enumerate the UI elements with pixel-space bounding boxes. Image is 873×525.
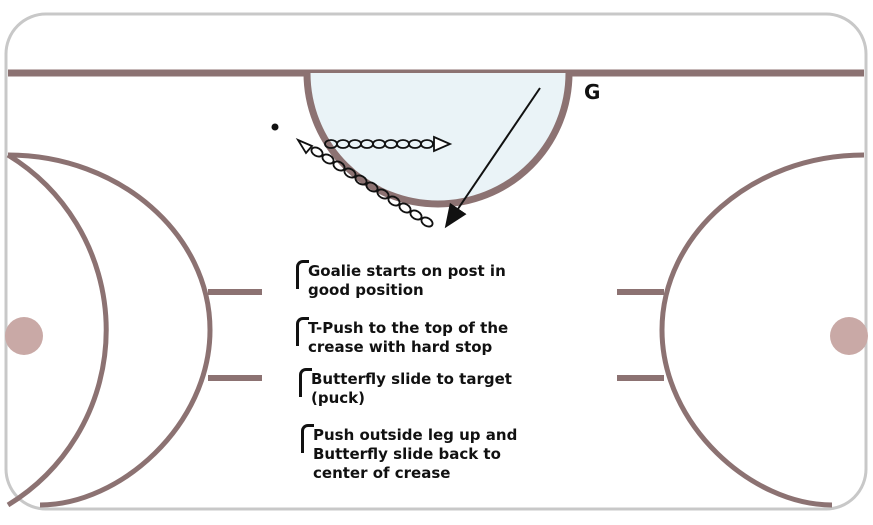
goalie-label: G — [584, 80, 601, 104]
left-faceoff-dot — [5, 317, 43, 355]
step-bracket-icon — [296, 260, 309, 289]
step-bracket-icon — [299, 368, 312, 397]
step-2: T-Push to the top of the crease with har… — [296, 317, 509, 357]
step-1-line-2: good position — [308, 281, 424, 299]
step-3-line-1: Butterfly slide to target — [311, 370, 512, 388]
step-bracket-icon — [301, 424, 314, 453]
left-faceoff-circle — [6, 152, 109, 508]
rink-boards — [4, 12, 868, 511]
puck-icon — [271, 123, 279, 131]
right-faceoff-circle-outline — [659, 152, 865, 508]
step-3: Butterfly slide to target (puck) — [299, 368, 512, 408]
step-1-line-1: Goalie starts on post in — [308, 262, 506, 280]
step-2-line-1: T-Push to the top of the — [308, 319, 509, 337]
step-3-line-2: (puck) — [311, 389, 365, 407]
step-4: Push outside leg up and Butterfly slide … — [301, 424, 518, 483]
step-4-line-3: center of crease — [313, 464, 451, 482]
step-4-line-2: Butterfly slide back to — [313, 445, 501, 463]
right-faceoff-dot — [830, 317, 868, 355]
t-push-arrow — [444, 87, 541, 229]
butterfly-slide-to-puck-path — [295, 138, 434, 228]
left-faceoff-circle-outline — [7, 152, 213, 508]
step-bracket-icon — [296, 317, 309, 346]
step-1: Goalie starts on post in good position — [296, 260, 506, 300]
butterfly-slide-back-path — [324, 135, 453, 153]
step-4-line-1: Push outside leg up and — [313, 426, 518, 444]
step-2-line-2: crease with hard stop — [308, 338, 493, 356]
